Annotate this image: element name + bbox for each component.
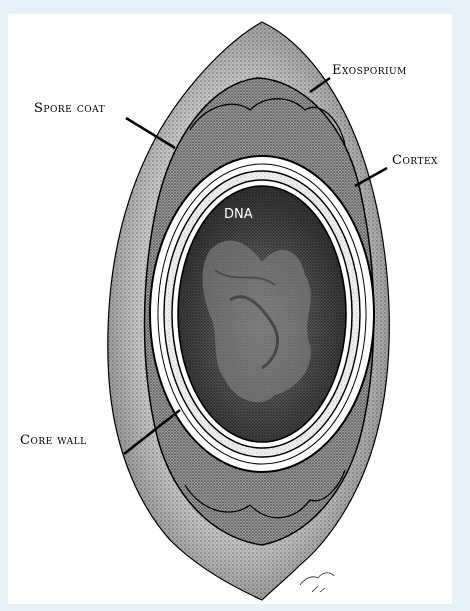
spore-coat-label: Spore coat bbox=[34, 101, 105, 116]
core-wall-label: Core wall bbox=[20, 433, 87, 448]
core bbox=[178, 186, 346, 442]
cortex-label: Cortex bbox=[392, 153, 438, 168]
artist-signature bbox=[300, 573, 334, 592]
dna-label: DNA bbox=[224, 207, 253, 222]
exosporium-label: Exosporium bbox=[332, 63, 407, 78]
